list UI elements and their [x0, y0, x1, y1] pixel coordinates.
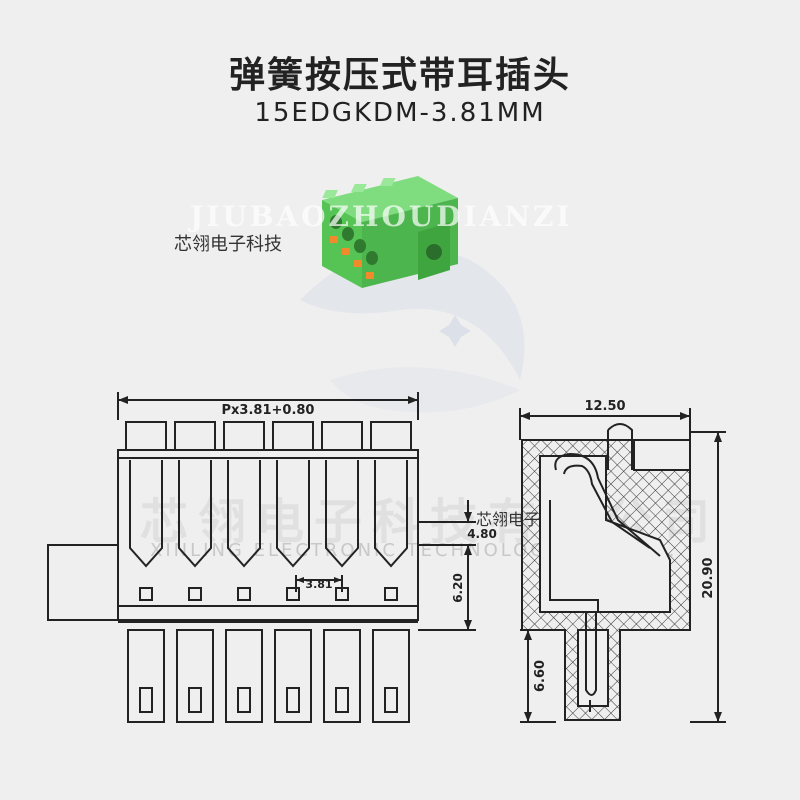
- contact-window: [384, 587, 398, 601]
- wire-entry-channel: [129, 460, 163, 568]
- wire-entry-channel: [325, 460, 359, 568]
- contact-window: [237, 587, 251, 601]
- pin-slot: [176, 629, 214, 723]
- pin-slot-hole: [139, 687, 153, 713]
- pitch-formula-label: Px3.81+0.80: [222, 403, 315, 418]
- model-number: 15EDGKDM-3.81MM: [254, 98, 546, 128]
- push-button-cap: [125, 421, 167, 451]
- wire-entry-channel: [178, 460, 212, 568]
- push-button-cap: [174, 421, 216, 451]
- pin-slot-hole: [335, 687, 349, 713]
- total-height-label: 20.90: [701, 557, 716, 598]
- pin-length-label: 6.60: [533, 660, 548, 692]
- brand-label-top: 芯翎电子科技: [174, 234, 282, 255]
- push-button-cap: [223, 421, 265, 451]
- contact-window: [188, 587, 202, 601]
- pin-slot-hole: [188, 687, 202, 713]
- pin-slot-hole: [384, 687, 398, 713]
- pin-pitch-label: 3.81: [305, 578, 332, 591]
- pin-slot: [127, 629, 165, 723]
- pin-slot: [225, 629, 263, 723]
- pin-slot-hole: [237, 687, 251, 713]
- height-dimension-label: 6.20: [451, 573, 465, 603]
- pin-slot: [372, 629, 410, 723]
- wire-entry-channel: [227, 460, 261, 568]
- contact-window: [139, 587, 153, 601]
- pin-slot: [323, 629, 361, 723]
- wire-entry-channel: [374, 460, 408, 568]
- push-button-cap: [370, 421, 412, 451]
- connector-photo: [322, 176, 458, 288]
- push-button-cap: [272, 421, 314, 451]
- width-dimension-label: 12.50: [584, 399, 625, 414]
- push-button-cap: [321, 421, 363, 451]
- watermark-latin: JIUBAOZHOUDIANZI: [190, 200, 573, 233]
- contact-window: [335, 587, 349, 601]
- page-title: 弹簧按压式带耳插头: [228, 55, 571, 96]
- contact-window: [286, 587, 300, 601]
- pin-slot-hole: [286, 687, 300, 713]
- wire-entry-channel: [276, 460, 310, 568]
- ear-dimension-label: 4.80: [467, 527, 497, 541]
- pin-slot: [274, 629, 312, 723]
